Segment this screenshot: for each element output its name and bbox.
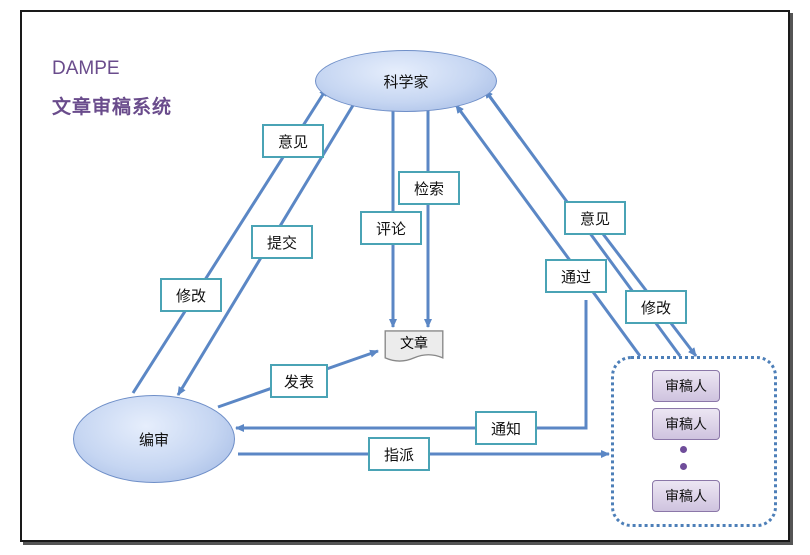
edge-opinion-right-head bbox=[483, 89, 522, 139]
diagram-title-line1: DAMPE bbox=[52, 58, 120, 79]
article-document-icon bbox=[384, 330, 444, 362]
edge-label-comment: 评论 bbox=[360, 211, 422, 245]
ellipsis-dot bbox=[680, 446, 687, 453]
edge-label-modify-left: 修改 bbox=[160, 278, 222, 312]
reviewer-box: 审稿人 bbox=[652, 408, 720, 440]
edge-label-search: 检索 bbox=[398, 171, 460, 205]
scientist-label: 科学家 bbox=[383, 72, 429, 91]
reviewers-group bbox=[611, 356, 777, 527]
editor-label: 编审 bbox=[138, 430, 169, 449]
scientist-node: 科学家 bbox=[315, 50, 497, 112]
edge-label-opinion-left: 意见 bbox=[262, 124, 324, 158]
editor-node: 编审 bbox=[73, 395, 235, 483]
edge-label-assign: 指派 bbox=[368, 437, 430, 471]
edge-label-notify: 通知 bbox=[475, 411, 537, 445]
edge-pass bbox=[454, 104, 642, 357]
edge-label-publish: 发表 bbox=[270, 364, 328, 398]
reviewer-box: 审稿人 bbox=[652, 480, 720, 512]
reviewer-box: 审稿人 bbox=[652, 370, 720, 402]
edge-label-pass: 通过 bbox=[545, 259, 607, 293]
article-label: 文章 bbox=[400, 336, 428, 352]
edge-label-opinion-right: 意见 bbox=[564, 201, 626, 235]
edge-notify bbox=[235, 300, 588, 432]
edge-label-modify-right: 修改 bbox=[625, 290, 687, 324]
ellipsis-dot bbox=[680, 463, 687, 470]
edge-label-submit: 提交 bbox=[251, 225, 313, 259]
diagram-title-line2: 文章审稿系统 bbox=[52, 97, 173, 118]
